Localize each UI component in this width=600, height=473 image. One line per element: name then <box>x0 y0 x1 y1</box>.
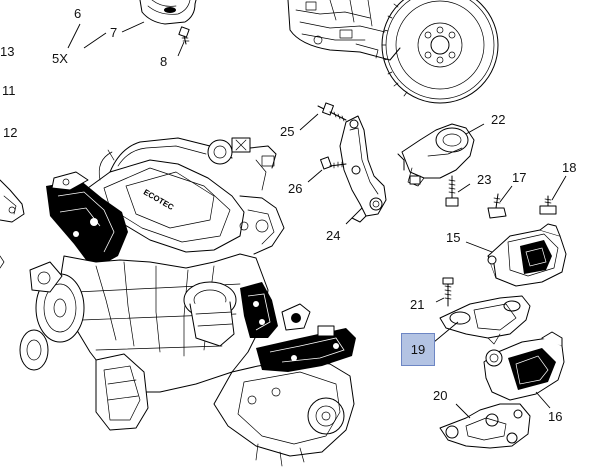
flywheel-drawing <box>381 0 499 104</box>
left-edge-parts-drawing <box>0 179 25 269</box>
bracket-24-drawing <box>339 115 387 223</box>
callout-22: 22 <box>491 112 506 127</box>
bolt-8-drawing <box>178 26 190 45</box>
main-engine-assembly-drawing: ECOTEC <box>19 137 356 467</box>
bolt-23-drawing <box>445 175 459 207</box>
bolt-26-drawing <box>320 156 347 170</box>
bolt-21-drawing <box>442 277 454 307</box>
callout-17: 17 <box>512 170 527 185</box>
callout-6: 6 <box>74 6 82 21</box>
callout-5x: 5X <box>52 51 68 66</box>
callout-19: 19 <box>410 342 426 357</box>
bolt-18-drawing <box>539 195 557 215</box>
callout-15: 15 <box>446 230 461 245</box>
callout-19-highlighted[interactable]: 19 <box>401 333 435 366</box>
callout-23: 23 <box>477 172 492 187</box>
bolt-25-drawing <box>317 102 347 122</box>
top-left-component-drawing <box>139 0 197 25</box>
engine-block-top-right-drawing <box>287 0 401 61</box>
callout-11: 11 <box>2 83 16 98</box>
bolt-17-drawing <box>487 193 507 219</box>
leader-lines <box>67 21 567 419</box>
callout-18: 18 <box>562 160 577 175</box>
mount-19-drawing <box>439 295 531 345</box>
callout-21: 21 <box>410 297 425 312</box>
mount-22-drawing <box>397 123 475 187</box>
mount-15-drawing <box>487 223 567 287</box>
callout-16: 16 <box>548 409 563 424</box>
callout-20: 20 <box>433 388 448 403</box>
callout-25: 25 <box>280 124 295 139</box>
callout-7: 7 <box>110 25 118 40</box>
callout-8: 8 <box>160 54 168 69</box>
callout-26: 26 <box>288 181 303 196</box>
bracket-20-drawing <box>439 403 531 449</box>
callout-24: 24 <box>326 228 341 243</box>
callout-12: 12 <box>3 125 18 140</box>
callout-13: 13 <box>0 44 15 59</box>
mount-16-drawing <box>483 331 565 401</box>
